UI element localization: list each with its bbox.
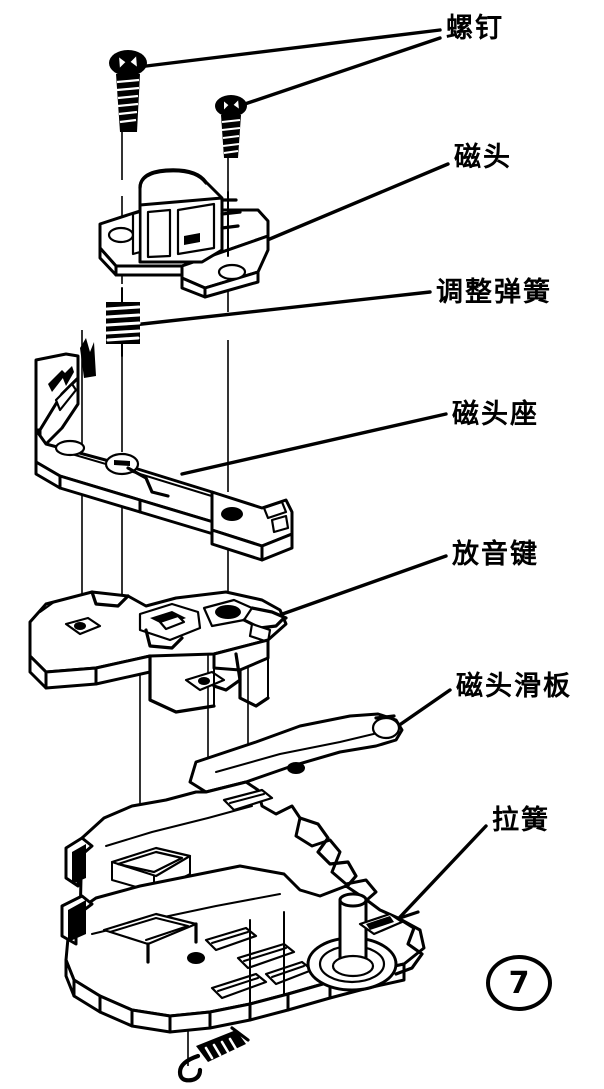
- callout-label-tension-spring: 拉簧: [492, 805, 550, 836]
- part-play-button: [28, 590, 288, 714]
- part-screw-right: [215, 95, 247, 158]
- callout-label-adjust-spring: 调整弹簧: [436, 277, 552, 308]
- part-head-mount: [34, 338, 294, 562]
- part-base-chassis: [60, 864, 426, 1034]
- figure-number-badge: 7: [486, 955, 552, 1011]
- part-adjustment-spring: [105, 287, 141, 357]
- callout-label-head-slide-plate: 磁头滑板: [456, 671, 572, 702]
- part-tension-spring: [177, 1026, 250, 1083]
- callout-label-magnetic-head: 磁头: [454, 142, 512, 173]
- part-magnetic-head: [98, 168, 270, 299]
- callout-label-head-mount: 磁头座: [452, 399, 539, 430]
- part-screw-left: [109, 50, 147, 132]
- callout-label-screws: 螺钉: [446, 13, 504, 44]
- callout-label-play-button: 放音键: [452, 539, 539, 570]
- figure-number-text: 7: [508, 965, 530, 1001]
